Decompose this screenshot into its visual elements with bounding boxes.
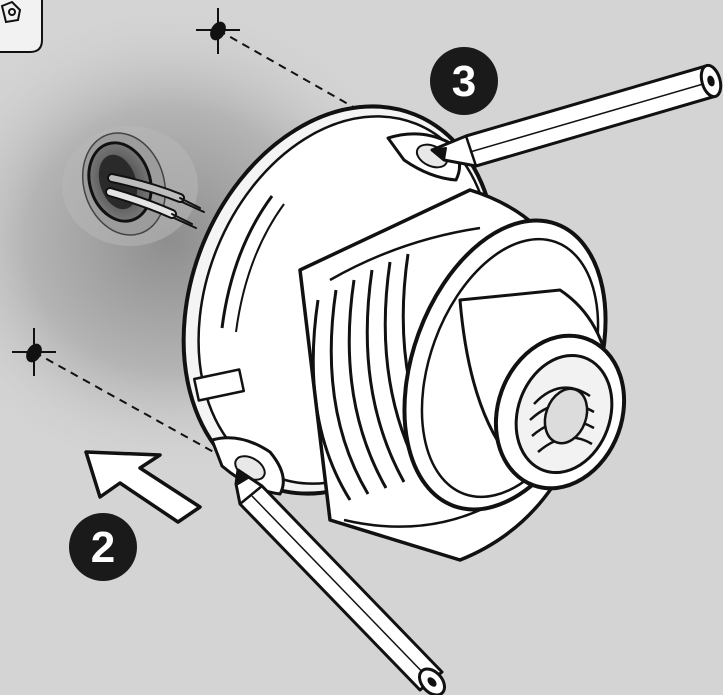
corner-detail-box	[0, 0, 43, 53]
cable-icon	[105, 173, 205, 229]
crosshair-mark-icon	[196, 8, 240, 54]
fixture-icon	[0, 0, 22, 24]
pencil-icon	[430, 63, 723, 168]
arrow-up-left-icon	[84, 450, 202, 524]
alignment-line-upper	[217, 29, 421, 146]
pencil-icon	[234, 468, 446, 695]
step-number-2: 2	[91, 523, 115, 572]
step-badge-3: 3	[430, 47, 498, 115]
lamp-holder-fixture	[181, 104, 627, 562]
alignment-line-lower	[33, 351, 229, 461]
step-number-3: 3	[452, 57, 476, 106]
step-badge-2: 2	[69, 513, 137, 581]
crosshair-mark-icon	[12, 328, 56, 376]
